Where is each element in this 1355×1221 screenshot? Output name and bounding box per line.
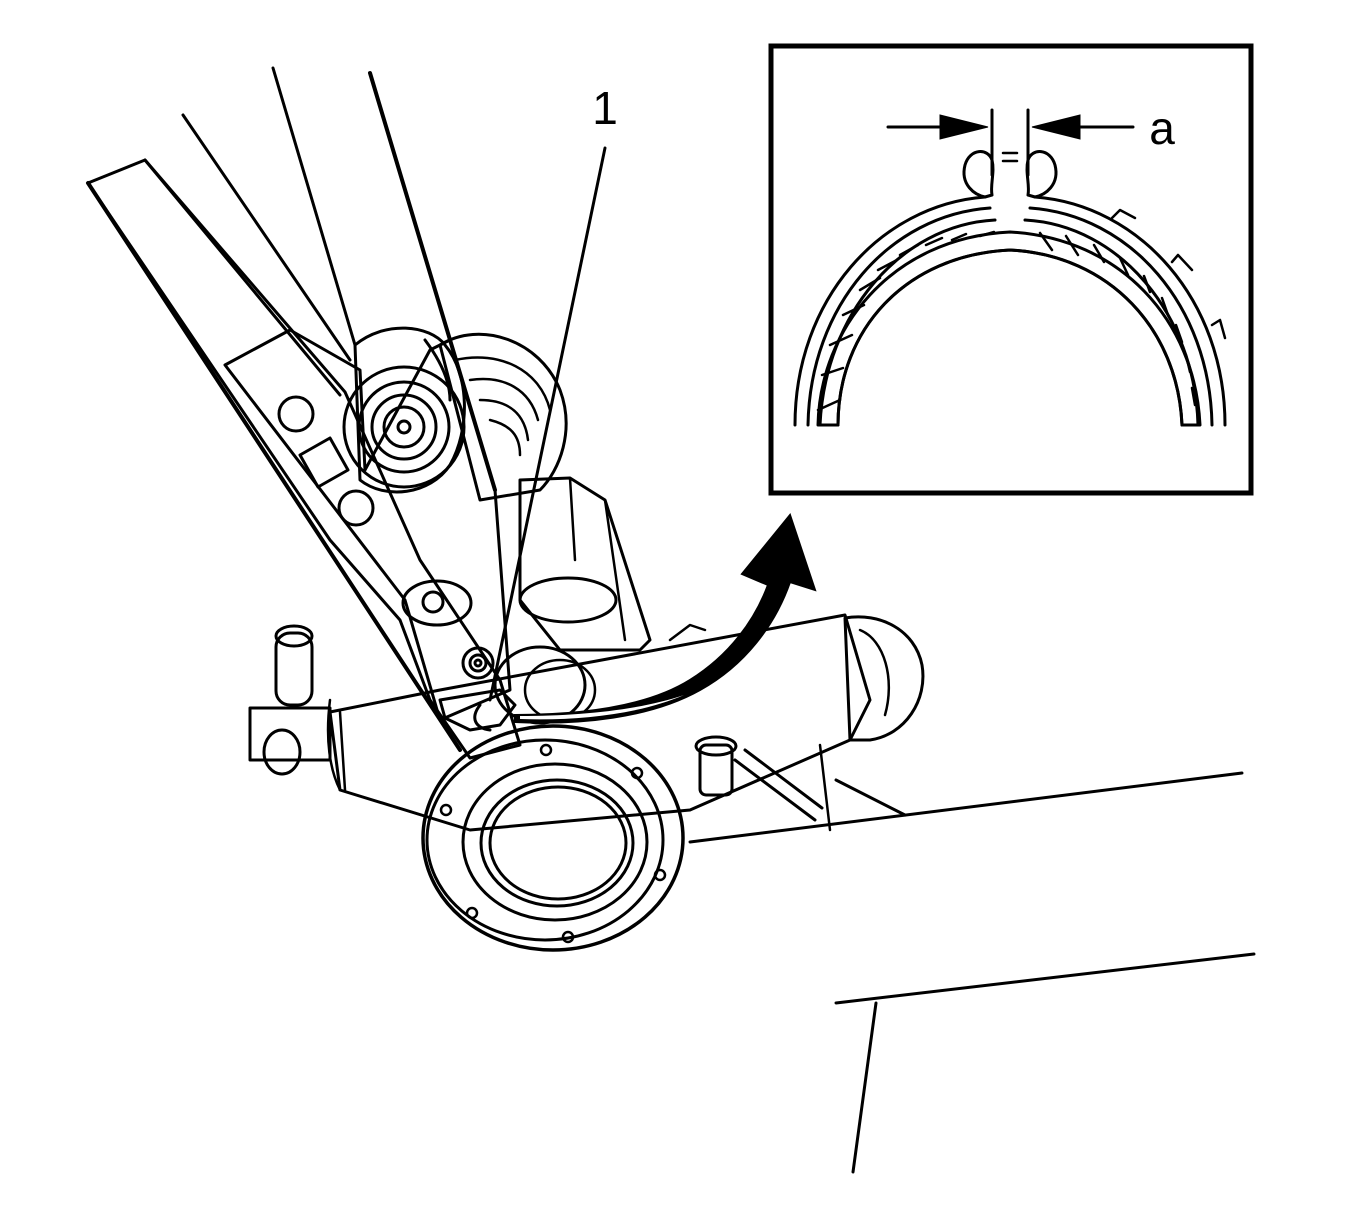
seal-installer-tool <box>86 66 522 760</box>
gap-dimension-label: a <box>1149 102 1175 154</box>
workbench <box>688 771 1256 1174</box>
callout-1-leader <box>488 146 607 702</box>
seal-gap-detail-inset <box>768 43 1254 496</box>
callout-1-label: 1 <box>592 82 618 134</box>
axle-housing <box>248 332 925 832</box>
wheel-flange <box>421 724 685 952</box>
detail-arrow <box>514 512 817 724</box>
hatch-lines <box>816 230 1197 412</box>
